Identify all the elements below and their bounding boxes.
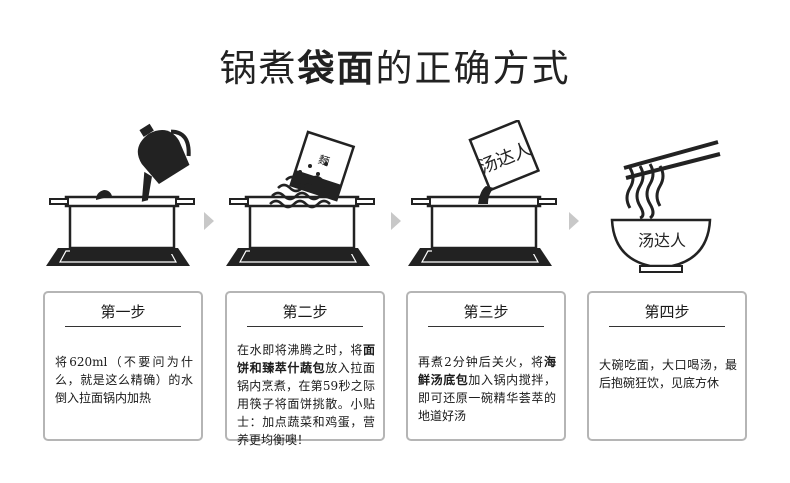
step-3-card: 第三步 再煮2分钟后关火，将海鲜汤底包加入锅内搅拌，即可还原一碗精华荟萃的地道好… [406, 291, 566, 441]
step-2-title: 第二步 [282, 303, 328, 321]
steps-illustration: 麵 汤达人 汤达人 [45, 120, 721, 273]
step-1-title: 第一步 [100, 303, 146, 321]
step2-illustration: 麵 [225, 130, 376, 267]
divider [428, 326, 544, 327]
step-3-title: 第三步 [463, 303, 509, 321]
step3-illustration: 汤达人 [407, 120, 558, 267]
step-4-title: 第四步 [644, 303, 690, 321]
step-2-card: 第二步 在水即将沸腾之时，将面饼和臻萃什蔬包放入拉面锅内烹煮，在第59秒之际用筷… [225, 291, 385, 447]
step-1-text: 将620ml（不要问为什么，就是这么精确）的水倒入拉面锅内加热 [55, 355, 193, 405]
step-3-text: 再煮2分钟后关火，将海鲜汤底包加入锅内搅拌，即可还原一碗精华荟萃的地道好汤 [418, 355, 556, 423]
svg-text:汤达人: 汤达人 [638, 231, 686, 250]
step-2-text: 在水即将沸腾之时，将面饼和臻萃什蔬包放入拉面锅内烹煮，在第59秒之际用筷子将面饼… [237, 343, 375, 447]
step-4-card: 第四步 大碗吃面，大口喝汤，最后抱碗狂饮，见底方休 [587, 291, 747, 441]
page-title: 锅煮袋面的正确方式 [219, 46, 571, 90]
step4-illustration: 汤达人 [610, 140, 721, 273]
arrow-icon [569, 212, 579, 230]
step-4-text: 大碗吃面，大口喝汤，最后抱碗狂饮，见底方休 [599, 358, 737, 390]
step1-illustration [45, 123, 196, 267]
step-1-card: 第一步 将620ml（不要问为什么，就是这么精确）的水倒入拉面锅内加热 [43, 291, 203, 441]
divider [609, 326, 725, 327]
divider [247, 326, 363, 327]
arrow-icon [204, 212, 214, 230]
arrow-icon [391, 212, 401, 230]
divider [65, 326, 181, 327]
